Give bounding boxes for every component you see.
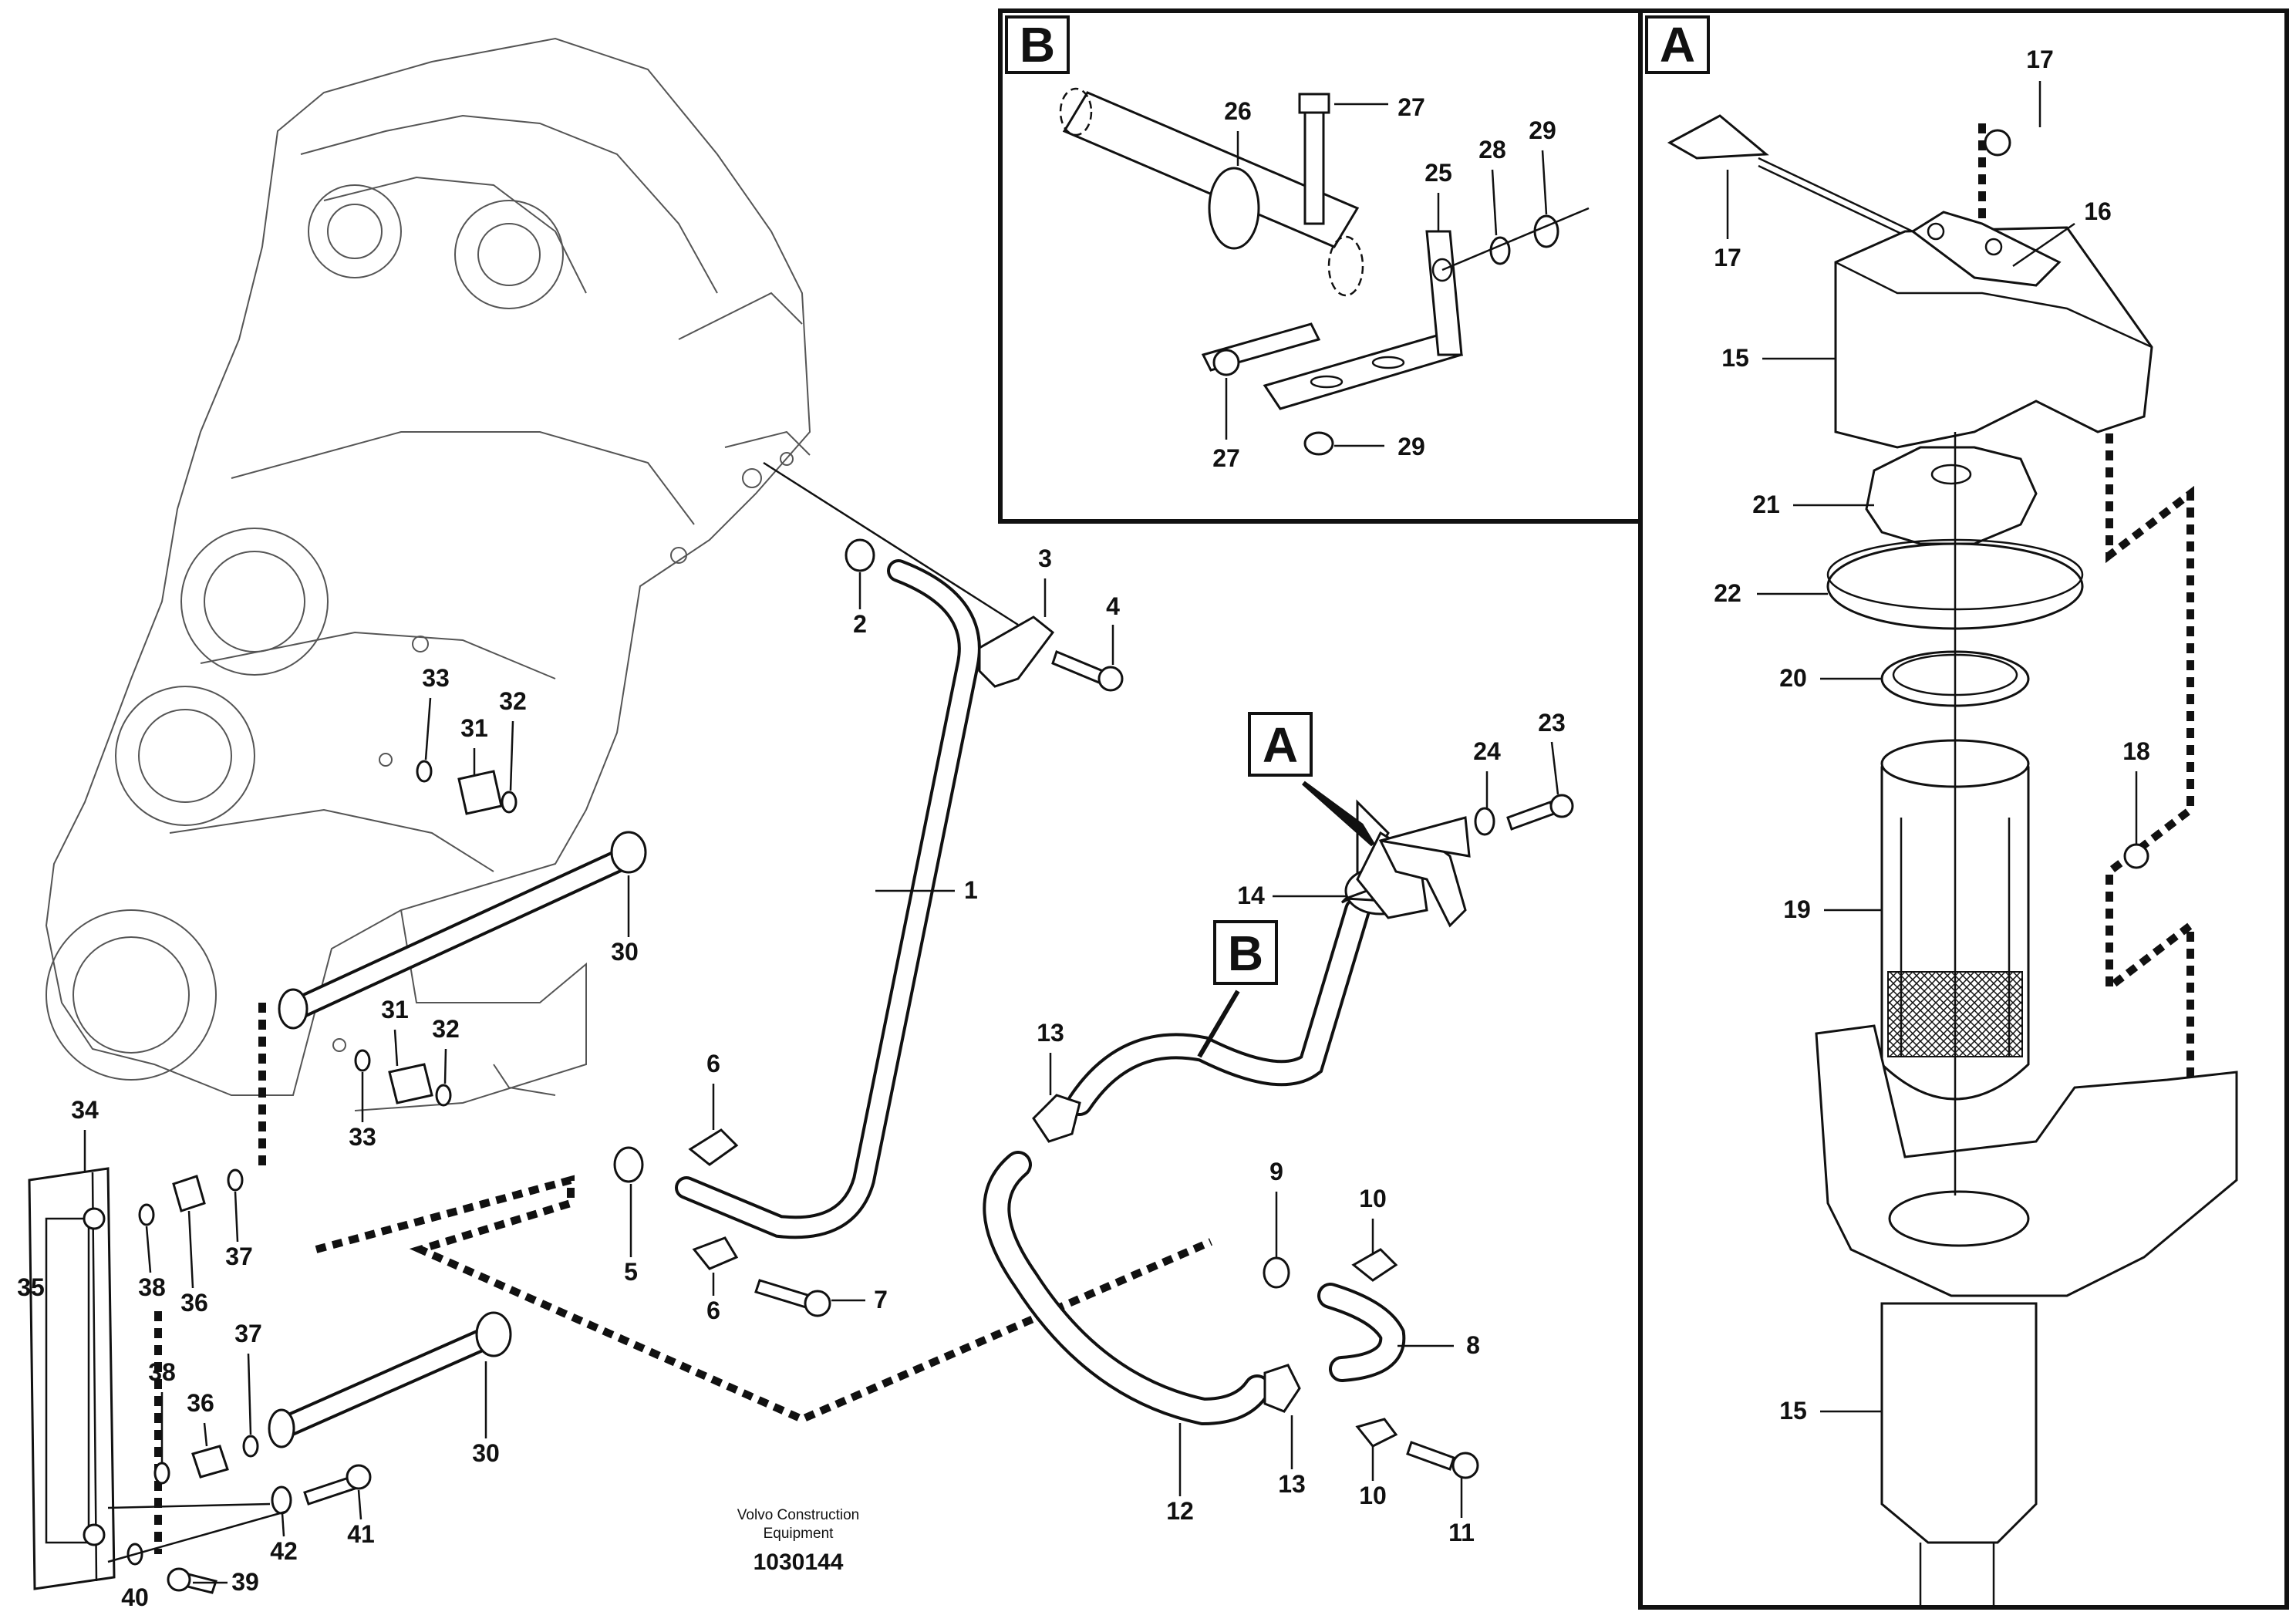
callout-33-top: 33 — [422, 664, 450, 692]
callout-39: 39 — [231, 1568, 259, 1596]
callout-8: 8 — [1466, 1331, 1480, 1359]
callout-10-top: 10 — [1359, 1185, 1387, 1212]
oil-pipe — [613, 461, 1124, 1317]
callout-5: 5 — [624, 1258, 638, 1286]
callout-33-bottom: 33 — [349, 1123, 376, 1151]
callout-31-bottom: 31 — [381, 996, 409, 1023]
main-callouts: 1 2 3 4 5 6 6 7 8 9 10 10 11 12 13 13 14… — [17, 545, 1566, 1611]
callout-40: 40 — [121, 1583, 149, 1611]
callout-6-top: 6 — [706, 1050, 720, 1077]
filler-tube: A B — [983, 712, 1574, 1479]
callout-38-bottom: 38 — [148, 1358, 176, 1386]
callout-41: 41 — [347, 1520, 375, 1548]
caption-line-2: Equipment — [764, 1526, 834, 1542]
caption-line-1: Volvo Construction — [737, 1507, 859, 1523]
callout-18: 18 — [2122, 737, 2150, 765]
callout-24: 24 — [1473, 737, 1501, 765]
callout-17-left: 17 — [1714, 244, 1741, 271]
callout-27-top: 27 — [1397, 93, 1425, 121]
marker-a: A — [1263, 717, 1298, 773]
callout-15-bottom: 15 — [1779, 1397, 1807, 1425]
callout-32-bottom: 32 — [432, 1015, 460, 1043]
callout-3: 3 — [1038, 545, 1052, 572]
detail-box-a: A 17 17 16 — [1638, 8, 2289, 1610]
callout-31-top: 31 — [460, 714, 488, 742]
callout-30-top: 30 — [611, 938, 639, 966]
level-indicator-assembly — [28, 760, 647, 1594]
detail-box-b: B 26 27 25 28 29 27 29 — [998, 8, 1643, 524]
callout-9: 9 — [1269, 1158, 1283, 1185]
callout-29-bottom: 29 — [1397, 433, 1425, 460]
connection-lines — [154, 123, 2194, 1554]
transmission-housing — [45, 37, 811, 1111]
callout-13-bottom: 13 — [1278, 1470, 1306, 1498]
callout-20: 20 — [1779, 664, 1807, 692]
callout-36-top: 36 — [180, 1289, 208, 1317]
callout-11: 11 — [1448, 1519, 1475, 1546]
drawing-caption: Volvo Construction Equipment 1030144 — [737, 1507, 859, 1575]
callout-13-top: 13 — [1037, 1019, 1064, 1047]
callout-37-top: 37 — [225, 1243, 253, 1270]
callout-23: 23 — [1538, 709, 1566, 737]
callout-2: 2 — [853, 610, 867, 638]
callout-38-top: 38 — [138, 1273, 166, 1301]
callout-25: 25 — [1424, 159, 1452, 187]
callout-22: 22 — [1714, 579, 1741, 607]
callout-7: 7 — [874, 1286, 888, 1313]
callout-42: 42 — [270, 1537, 298, 1565]
callout-1: 1 — [964, 876, 978, 904]
callout-30-bottom: 30 — [472, 1439, 500, 1467]
callout-37-bottom: 37 — [234, 1320, 262, 1347]
callout-26: 26 — [1224, 97, 1252, 125]
callout-4: 4 — [1106, 592, 1120, 620]
callout-29-top: 29 — [1529, 116, 1556, 144]
callout-16: 16 — [2084, 197, 2112, 225]
callout-6-bottom: 6 — [706, 1297, 720, 1324]
callout-17-top: 17 — [2026, 46, 2054, 73]
callout-12: 12 — [1166, 1497, 1194, 1525]
callout-14: 14 — [1237, 882, 1265, 909]
callout-35: 35 — [17, 1273, 45, 1301]
detail-b-label: B — [1020, 17, 1055, 73]
callout-27-bottom: 27 — [1212, 444, 1240, 472]
callout-32-top: 32 — [499, 687, 527, 715]
callout-15-top: 15 — [1721, 344, 1749, 372]
callout-21: 21 — [1752, 491, 1780, 518]
callout-19: 19 — [1783, 895, 1811, 923]
detail-a-label: A — [1660, 17, 1695, 73]
callout-36-bottom: 36 — [187, 1389, 214, 1417]
marker-b: B — [1228, 926, 1263, 981]
drawing-number: 1030144 — [754, 1549, 844, 1575]
callout-34: 34 — [71, 1096, 99, 1124]
callout-28: 28 — [1478, 136, 1506, 164]
callout-10-bottom: 10 — [1359, 1482, 1387, 1509]
